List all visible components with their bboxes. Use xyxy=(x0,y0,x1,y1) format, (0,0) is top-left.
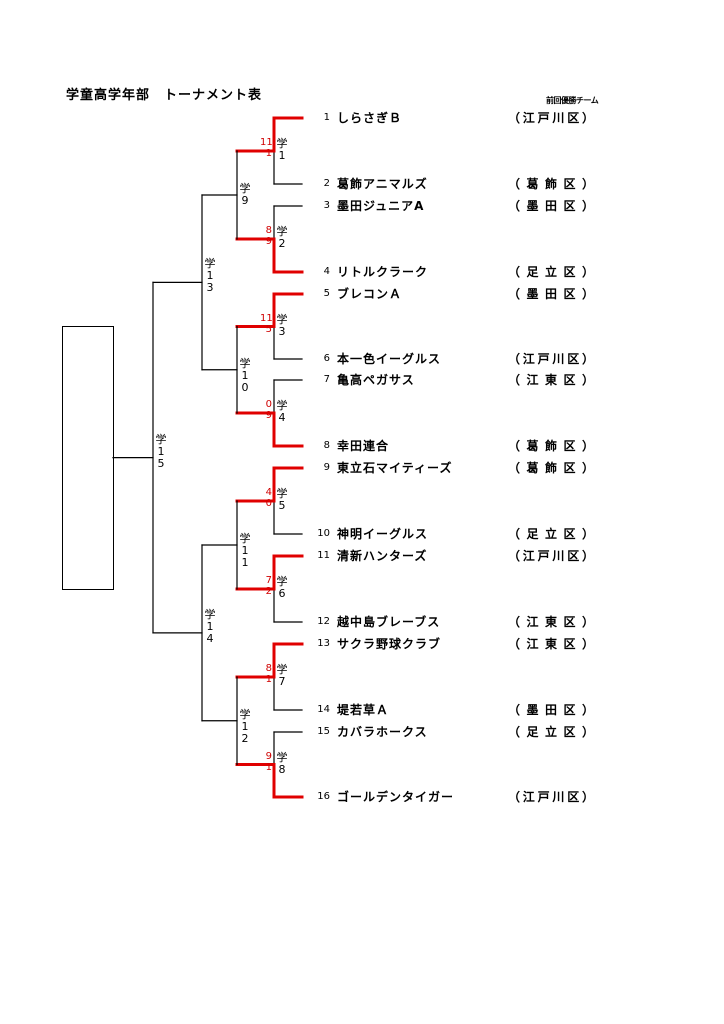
team-ward: （江戸川区） xyxy=(508,111,594,125)
team-ward: （葛飾区） xyxy=(508,461,594,475)
team-number: 1 xyxy=(323,112,330,123)
team-row: 11 清新ハンターズ （江戸川区） xyxy=(0,547,724,563)
team-name: 幸田連合 xyxy=(337,439,390,453)
team-name: リトルクラーク xyxy=(337,265,429,279)
team-row: 13 サクラ野球クラブ （江東区） xyxy=(0,635,724,651)
team-name: 清新ハンターズ xyxy=(337,549,428,563)
team-row: 15 カバラホークス （足立区） xyxy=(0,723,724,739)
team-ward: （葛飾区） xyxy=(508,177,594,191)
team-row: 1 しらさぎＢ （江戸川区） xyxy=(0,109,724,125)
team-ward: （足立区） xyxy=(508,265,594,279)
team-ward: （足立区） xyxy=(508,725,594,739)
team-name: カバラホークス xyxy=(337,725,428,739)
team-number: 7 xyxy=(323,374,330,385)
team-row: 16 ゴールデンタイガー （江戸川区） xyxy=(0,788,724,804)
match-score: 1 xyxy=(265,674,272,685)
team-name: 堤若草Ａ xyxy=(337,703,390,717)
team-name: ブレコンＡ xyxy=(337,287,403,301)
team-name: 亀高ペガサス xyxy=(337,373,415,387)
team-number: 15 xyxy=(317,726,330,737)
team-row: 9 東立石マイティーズ （葛飾区） xyxy=(0,459,724,475)
team-row: 6 本一色イーグルス （江戸川区） xyxy=(0,350,724,366)
team-number: 13 xyxy=(317,638,330,649)
team-number: 4 xyxy=(323,266,330,277)
match-score: 0 xyxy=(265,399,272,410)
team-ward: （江東区） xyxy=(508,615,594,629)
match-score: 2 xyxy=(265,586,272,597)
team-ward: （江東区） xyxy=(508,373,594,387)
team-ward: （墨田区） xyxy=(508,287,594,301)
team-row: 5 ブレコンＡ （墨田区） xyxy=(0,285,724,301)
team-ward: （足立区） xyxy=(508,527,594,541)
team-row: 14 堤若草Ａ （墨田区） xyxy=(0,701,724,717)
previous-winner-label: 前回優勝チーム xyxy=(546,96,599,105)
team-number: 11 xyxy=(317,550,330,561)
match-score: 8 xyxy=(265,663,272,674)
team-row: 10 神明イーグルス （足立区） xyxy=(0,525,724,541)
team-name: サクラ野球クラブ xyxy=(337,637,442,651)
team-number: 10 xyxy=(317,528,330,539)
match-score: 9 xyxy=(265,750,272,762)
team-number: 16 xyxy=(317,791,330,802)
match-score: 11 xyxy=(260,137,273,148)
team-ward: （江東区） xyxy=(508,637,594,651)
team-number: 9 xyxy=(323,462,330,473)
match-score: 7 xyxy=(265,575,272,586)
team-name: ゴールデンタイガー xyxy=(337,790,455,804)
team-ward: （墨田区） xyxy=(508,199,594,213)
team-number: 8 xyxy=(323,440,330,451)
team-number: 14 xyxy=(317,704,330,715)
team-ward: （江戸川区） xyxy=(508,352,594,366)
team-row: 12 越中島ブレーブス （江東区） xyxy=(0,613,724,629)
team-row: 2 葛飾アニマルズ （葛飾区） xyxy=(0,175,724,191)
team-ward: （墨田区） xyxy=(508,703,594,717)
match-score: 0 xyxy=(265,498,272,509)
team-name: しらさぎＢ xyxy=(337,111,403,125)
team-name: 越中島ブレーブス xyxy=(337,615,441,629)
team-name: 東立石マイティーズ xyxy=(337,461,453,475)
team-ward: （江戸川区） xyxy=(508,549,594,563)
team-name: 本一色イーグルス xyxy=(337,352,442,366)
match-score: 9 xyxy=(265,236,272,247)
match-score: 9 xyxy=(265,410,272,421)
match-score: 8 xyxy=(265,225,272,236)
match-score: 1 xyxy=(265,148,272,159)
team-number: 6 xyxy=(323,353,330,364)
match-score: 5 xyxy=(265,323,272,335)
page-title: 学童高学年部 トーナメント表 xyxy=(66,88,263,103)
team-number: 3 xyxy=(323,200,330,211)
team-row: 3 墨田ジュニアA （墨田区） xyxy=(0,197,724,213)
team-name: 墨田ジュニアA xyxy=(337,199,425,213)
team-number: 12 xyxy=(317,616,330,627)
match-score: 4 xyxy=(265,487,272,498)
team-ward: （江戸川区） xyxy=(508,790,594,804)
team-number: 5 xyxy=(323,288,330,299)
team-number: 2 xyxy=(323,178,330,189)
team-ward: （葛飾区） xyxy=(508,439,594,453)
team-name: 神明イーグルス xyxy=(337,527,429,541)
team-row: 4 リトルクラーク （足立区） xyxy=(0,263,724,279)
team-row: 7 亀高ペガサス （江東区） xyxy=(0,371,724,387)
match-score: 11 xyxy=(260,312,273,324)
team-row: 8 幸田連合 （葛飾区） xyxy=(0,437,724,453)
team-name: 葛飾アニマルズ xyxy=(337,177,428,191)
match-score: 1 xyxy=(265,761,272,773)
